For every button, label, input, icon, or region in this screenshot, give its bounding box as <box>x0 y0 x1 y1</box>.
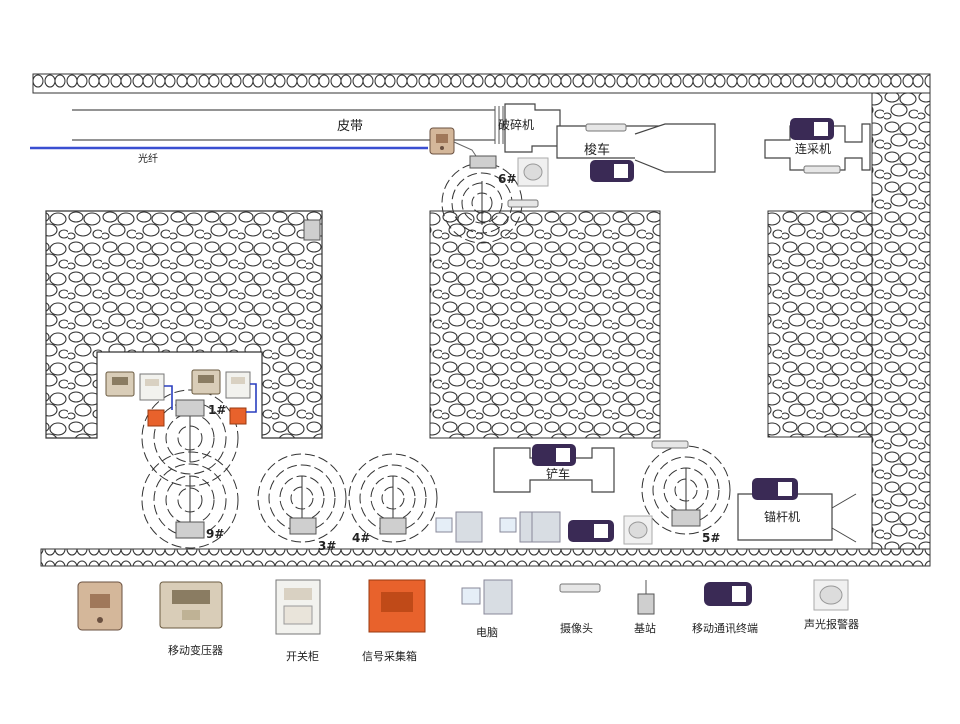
camera-station6 <box>507 199 539 208</box>
legend-alarm-icon <box>813 579 849 611</box>
shovel-car <box>493 447 615 493</box>
fiber-label: 光纤 <box>138 152 158 165</box>
crusher-label: 破碎机 <box>498 117 534 132</box>
base-station-5 <box>671 509 701 527</box>
station-label-4: 4# <box>352 531 370 545</box>
terminal-miner <box>790 118 834 140</box>
legend-junction-box-icon <box>77 581 123 631</box>
camera-miner <box>803 165 841 174</box>
junction-box-belt <box>429 127 455 155</box>
camera-shovel <box>651 440 689 449</box>
base-station-1 <box>175 399 205 417</box>
base-station-4 <box>379 517 407 535</box>
legend-switch-cabinet-icon <box>275 579 321 635</box>
rock-center-pillar <box>429 210 661 439</box>
base-station-6 <box>469 155 497 169</box>
alarm-crusher <box>517 157 549 187</box>
alcove-cables <box>164 383 257 413</box>
terminal-shovel <box>532 444 576 466</box>
legend-label-mobile-terminal: 移动通讯终端 <box>692 621 758 635</box>
camera-shuttle <box>585 123 627 132</box>
belt-label: 皮带 <box>337 119 363 134</box>
signal-box-alcove-1 <box>147 409 165 427</box>
legend-label-signal-box: 信号采集箱 <box>362 649 417 663</box>
terminal-bottom <box>568 520 614 542</box>
legend-label-base-station: 基站 <box>634 621 656 635</box>
signal-box-alcove-2 <box>229 407 247 425</box>
base-station-pillar <box>303 219 321 241</box>
rock-left-pillar <box>45 210 323 439</box>
bolter <box>737 493 857 543</box>
rock-right-pillar <box>767 210 873 438</box>
base-station-9 <box>175 521 205 539</box>
shuttle-car <box>556 123 716 173</box>
legend-label-computer: 电脑 <box>476 626 498 639</box>
switch-alcove-2 <box>225 371 251 399</box>
terminal-shuttle <box>590 160 634 182</box>
legend-mobile-terminal-icon <box>704 582 752 606</box>
station-label-5: 5# <box>702 531 720 545</box>
switch-alcove-1 <box>139 373 165 401</box>
alarm-bottom <box>623 515 653 545</box>
legend-transformer-icon <box>159 581 223 629</box>
legend-label-alarm: 声光报警器 <box>804 617 859 631</box>
legend-label-switch-cabinet: 开关柜 <box>286 649 319 663</box>
legend-computer-icon <box>461 579 513 615</box>
legend-base-station-icon <box>637 580 655 615</box>
rock-right-column <box>871 92 931 550</box>
computer-1 <box>435 511 483 543</box>
station-label-9: 9# <box>206 527 224 541</box>
shuttle-car-label: 梭车 <box>584 142 610 158</box>
transformer-alcove-1 <box>105 371 135 397</box>
legend-label-transformer: 移动变压器 <box>168 643 223 657</box>
station-label-3: 3# <box>318 539 336 553</box>
legend-label-camera: 摄像头 <box>560 621 593 635</box>
computer-3 <box>531 511 561 543</box>
station-label-6: 6# <box>498 172 516 186</box>
transformer-alcove-2 <box>191 369 221 395</box>
shovel-car-label: 铲车 <box>546 466 570 481</box>
station-label-1: 1# <box>208 403 226 417</box>
belt-conveyor <box>72 106 504 144</box>
rock-top-strip <box>32 73 931 94</box>
bolter-label: 锚杆机 <box>764 509 800 524</box>
terminal-bolter <box>752 478 798 500</box>
continuous-miner-label: 连采机 <box>795 141 831 156</box>
base-station-3 <box>289 517 317 535</box>
legend-signal-box-icon <box>368 579 426 633</box>
rock-bottom-strip <box>40 548 931 567</box>
legend-camera-icon <box>559 583 601 593</box>
